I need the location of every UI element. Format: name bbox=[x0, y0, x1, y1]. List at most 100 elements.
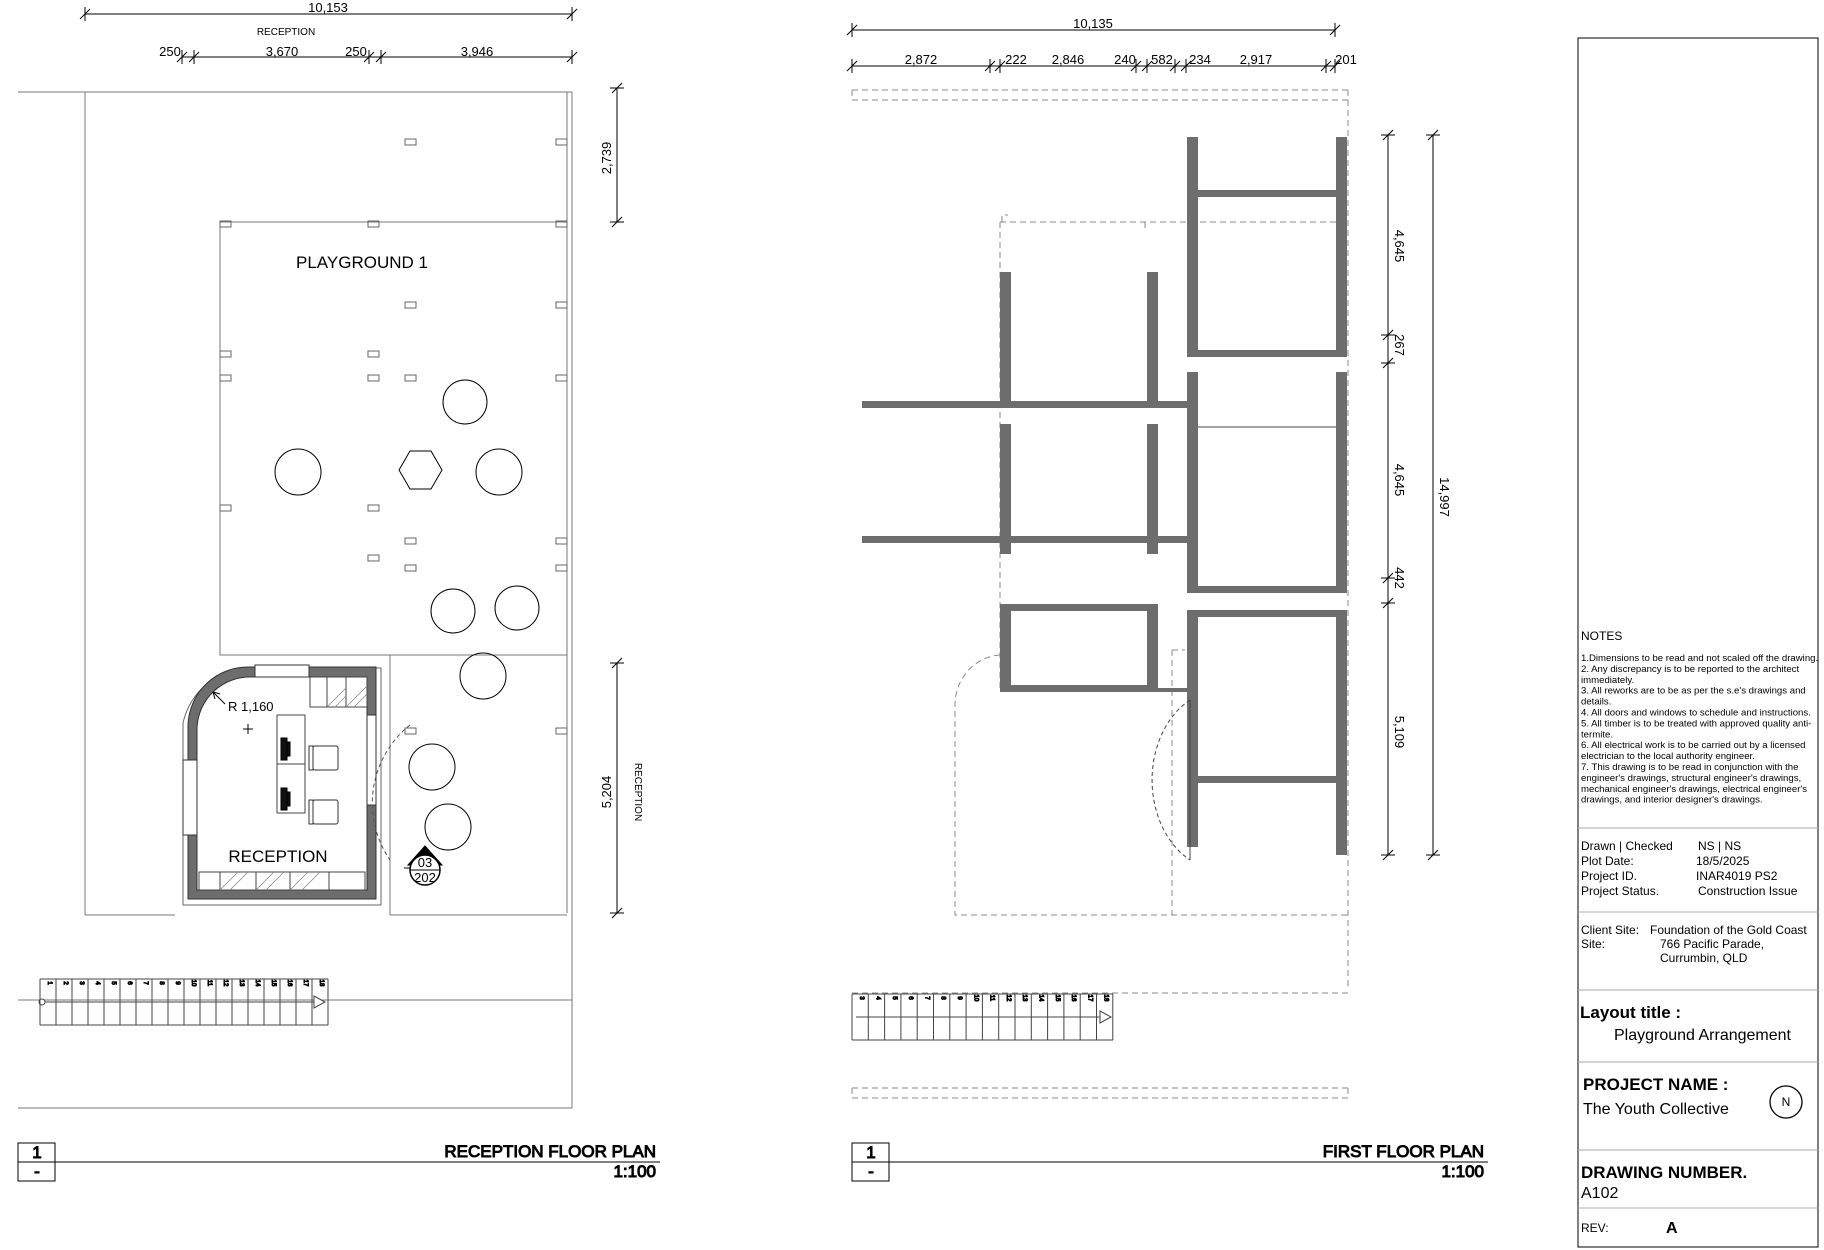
layout-title-label: Layout title : bbox=[1580, 1003, 1681, 1022]
site-label: Site: bbox=[1581, 937, 1605, 951]
note-line: 3. All reworks are to be as per the s.e'… bbox=[1581, 686, 1806, 697]
stair-right-number: 7 bbox=[923, 996, 929, 1000]
site-address-line1: 766 Pacific Parade, bbox=[1660, 937, 1764, 951]
stair-left-number: 3 bbox=[78, 981, 84, 985]
note-line: drawings, and interior designer's drawin… bbox=[1581, 795, 1763, 806]
dimension-vertical-right-plan bbox=[1381, 129, 1440, 861]
dim-vertical-caption: RECEPTION bbox=[632, 763, 643, 821]
stair-left-number: 10 bbox=[190, 980, 196, 987]
drawn-label: Drawn | Checked bbox=[1581, 839, 1673, 853]
stair-right-number: 9 bbox=[956, 996, 962, 1000]
dim-overall-height: 14,997 bbox=[1437, 477, 1452, 517]
note-line: 6. All electrical work is to be carried … bbox=[1581, 740, 1806, 751]
first-floor-plan: 10,135 2,872 222 2,846 240 582 234 2,917… bbox=[846, 16, 1488, 1182]
plot-date-label: Plot Date: bbox=[1581, 854, 1634, 868]
dim-vert-c: 4,645 bbox=[1392, 464, 1407, 497]
plan-sub-right: - bbox=[868, 1162, 874, 1181]
stair-left-number: 11 bbox=[206, 980, 212, 987]
plan-sub-left: - bbox=[34, 1162, 40, 1181]
dim-caption: RECEPTION bbox=[257, 27, 315, 38]
structural-walls bbox=[862, 137, 1347, 855]
project-status-value: Construction Issue bbox=[1698, 884, 1798, 898]
site-address-line2: Currumbin, QLD bbox=[1660, 951, 1748, 965]
title-block bbox=[1577, 37, 1819, 1248]
site-outline-dashed bbox=[851, 89, 1349, 1099]
reception-building bbox=[182, 664, 411, 906]
stair-right-number: 14 bbox=[1037, 995, 1043, 1002]
stair-left-number: 6 bbox=[126, 981, 132, 985]
stair-left-number: 9 bbox=[174, 981, 180, 985]
dim-seg-1: 250 bbox=[159, 44, 181, 59]
dim-seg-h: 201 bbox=[1335, 52, 1357, 67]
stair-left-number: 16 bbox=[286, 980, 292, 987]
dim-vertical-top: 2,739 bbox=[599, 142, 614, 175]
drawing-number-value: A102 bbox=[1581, 1185, 1618, 1202]
dim-seg-c: 2,846 bbox=[1052, 52, 1085, 67]
stair-right-number: 13 bbox=[1021, 995, 1027, 1002]
drawn-value: NS | NS bbox=[1698, 839, 1741, 853]
plan-number-right: 1 bbox=[866, 1143, 875, 1162]
plan-scale-right: 1:100 bbox=[1441, 1162, 1484, 1181]
stair-right-number: 12 bbox=[1005, 995, 1011, 1002]
section-marker bbox=[404, 845, 444, 886]
note-line: engineer's drawings, structural engineer… bbox=[1581, 773, 1801, 784]
plan-title-first-floor: FIRST FLOOR PLAN bbox=[1323, 1142, 1484, 1161]
openings bbox=[1151, 426, 1336, 861]
project-status-label: Project Status. bbox=[1581, 884, 1659, 898]
dim-overall-width: 10,153 bbox=[308, 0, 348, 15]
dimension-chain-top bbox=[79, 7, 578, 64]
dim-vert-e: 5,109 bbox=[1392, 716, 1407, 749]
dimension-vertical-right bbox=[610, 82, 624, 919]
note-line: immediately. bbox=[1581, 675, 1634, 686]
stair-left-number: 13 bbox=[238, 980, 244, 987]
notes-list: 1.Dimensions to be read and not scaled o… bbox=[1581, 653, 1818, 806]
dim-seg-f: 234 bbox=[1189, 52, 1211, 67]
stair-right-number: 3 bbox=[858, 996, 864, 1000]
note-line: 7. This drawing is to be read in conjunc… bbox=[1581, 762, 1798, 773]
stair-left-number: 2 bbox=[62, 981, 68, 985]
stair-left-number: 12 bbox=[222, 980, 228, 987]
rev-value: A bbox=[1666, 1220, 1678, 1237]
dim-seg-a: 2,872 bbox=[905, 52, 938, 67]
room-label-reception: RECEPTION bbox=[228, 847, 327, 866]
project-id-label: Project ID. bbox=[1581, 869, 1637, 883]
stair-right-number: 15 bbox=[1054, 995, 1060, 1002]
dim-vert-a: 4,645 bbox=[1392, 230, 1407, 263]
dim-vert-d: 442 bbox=[1392, 567, 1407, 589]
note-line: mechanical engineer's drawings, electric… bbox=[1581, 784, 1807, 795]
stair-left-number: 18 bbox=[318, 980, 324, 987]
note-line: details. bbox=[1581, 697, 1611, 708]
room-label-playground: PLAYGROUND 1 bbox=[296, 253, 428, 272]
client-site-label: Client Site: bbox=[1581, 923, 1639, 937]
stair-right-number: 8 bbox=[940, 996, 946, 1000]
project-id-value: INAR4019 PS2 bbox=[1696, 869, 1778, 883]
play-pods bbox=[274, 379, 540, 851]
plan-title-reception: RECEPTION FLOOR PLAN bbox=[444, 1142, 656, 1161]
drawing-number-label: DRAWING NUMBER. bbox=[1581, 1163, 1747, 1182]
plan-title-left bbox=[17, 1142, 660, 1182]
stair-left-number: 5 bbox=[110, 981, 116, 985]
stair-left-number: 7 bbox=[142, 981, 148, 985]
stair-left-number: 1 bbox=[46, 981, 52, 985]
note-line: 1.Dimensions to be read and not scaled o… bbox=[1581, 653, 1818, 664]
dim-seg-3: 250 bbox=[345, 44, 367, 59]
stair-right-number: 18 bbox=[1103, 995, 1109, 1002]
section-marker-number: 03 bbox=[418, 855, 432, 870]
note-line: termite. bbox=[1581, 729, 1613, 740]
section-marker-sheet: 202 bbox=[414, 870, 436, 885]
note-line: 2. Any discrepancy is to be reported to … bbox=[1581, 664, 1799, 675]
stair-left-number: 14 bbox=[254, 980, 260, 987]
dim-seg-4: 3,946 bbox=[461, 44, 494, 59]
project-name-value: The Youth Collective bbox=[1583, 1101, 1729, 1118]
dim-seg-g: 2,917 bbox=[1240, 52, 1273, 67]
north-arrow-icon: N bbox=[1782, 1095, 1791, 1109]
plan-scale-left: 1:100 bbox=[613, 1162, 656, 1181]
stair-right-number: 17 bbox=[1086, 995, 1092, 1002]
stair-right-number: 5 bbox=[891, 996, 897, 1000]
dim-seg-2: 3,670 bbox=[266, 44, 299, 59]
stair-left-number: 17 bbox=[302, 980, 308, 987]
stair-right-number: 10 bbox=[972, 995, 978, 1002]
stair-left-number: 15 bbox=[270, 980, 276, 987]
